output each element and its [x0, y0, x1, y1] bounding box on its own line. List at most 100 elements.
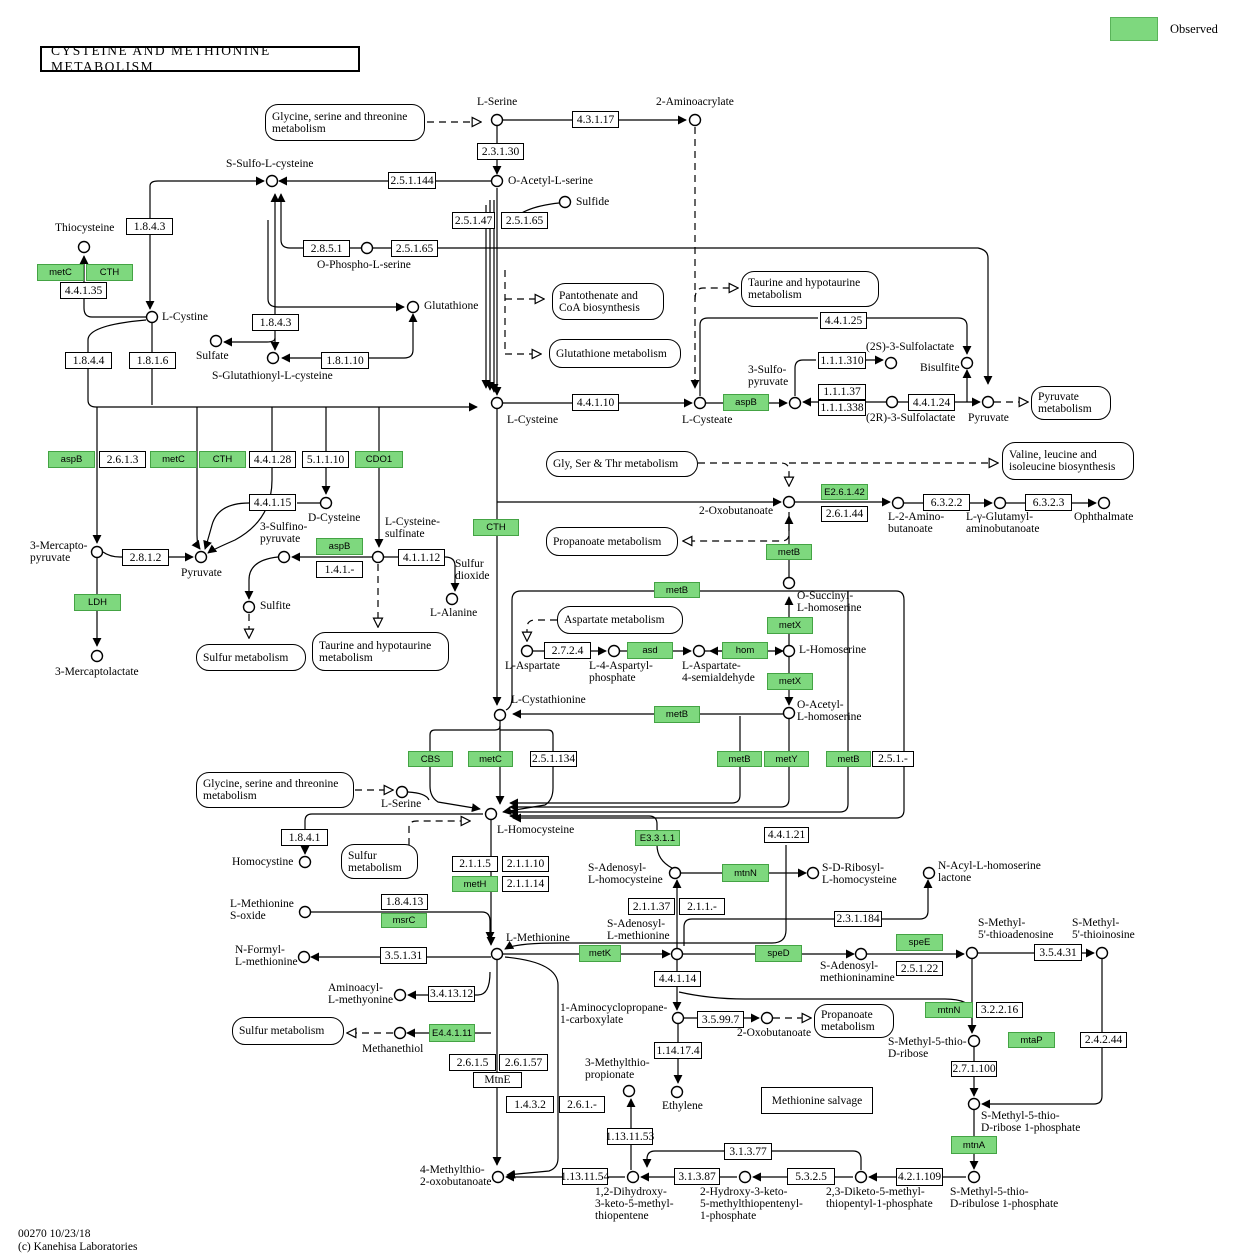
enzyme-box-2-5-1-65-10[interactable]: 2.5.1.65: [391, 240, 438, 257]
compound-thiocysteine[interactable]: [77, 240, 91, 254]
pathway-link-methionine-salvage[interactable]: Methionine salvage: [761, 1087, 873, 1114]
compound-n-formyl-l-methionine[interactable]: [297, 950, 311, 964]
enzyme-box-3-2-2-16-78[interactable]: 3.2.2.16: [976, 1002, 1023, 1018]
enzyme-box-sped-69[interactable]: speD: [755, 945, 802, 962]
compound-l-alanine[interactable]: [445, 592, 459, 606]
enzyme-box-2-5-1-65-8[interactable]: 2.5.1.65: [501, 212, 548, 229]
enzyme-box-4-4-1-15-29[interactable]: 4.4.1.15: [249, 494, 296, 511]
enzyme-box-1-8-4-4-11[interactable]: 1.8.4.4: [65, 352, 112, 369]
enzyme-box-1-14-17-4-82[interactable]: 1.14.17.4: [654, 1042, 702, 1059]
pathway-link-gly-ser-thr-metabolism[interactable]: Gly, Ser & Thr metabolism: [546, 451, 698, 477]
compound-2-aminoacrylate[interactable]: [688, 113, 702, 127]
enzyme-box-1-8-4-3-3[interactable]: 1.8.4.3: [126, 218, 173, 235]
enzyme-box-2-8-1-2-30[interactable]: 2.8.1.2: [122, 549, 169, 566]
compound-o-acetyl-l-homoserine[interactable]: [782, 706, 796, 720]
enzyme-box-4-2-1-109-94[interactable]: 4.2.1.109: [896, 1168, 943, 1186]
enzyme-box-1-1-1-37-18[interactable]: 1.1.1.37: [818, 384, 866, 400]
enzyme-box-2-7-1-100-81[interactable]: 2.7.1.100: [951, 1061, 997, 1077]
compound-l-aspartate-4-semialdehyde[interactable]: [692, 644, 706, 658]
compound-s-methyl-5-thioinosine[interactable]: [1095, 946, 1109, 960]
enzyme-box-metc-0[interactable]: metC: [37, 264, 84, 281]
enzyme-box-1-8-1-6-12[interactable]: 1.8.1.6: [129, 352, 176, 369]
enzyme-box-4-4-1-35-2[interactable]: 4.4.1.35: [60, 282, 107, 299]
enzyme-box-2-6-1-44-36[interactable]: 2.6.1.44: [821, 506, 868, 522]
enzyme-box-cth-25[interactable]: CTH: [199, 451, 246, 468]
enzyme-box-1-8-1-10-14[interactable]: 1.8.1.10: [321, 352, 369, 369]
enzyme-box-2-6-1-87[interactable]: 2.6.1.-: [559, 1096, 605, 1113]
compound-glutathione[interactable]: [406, 300, 420, 314]
compound-s-methyl-5-thio-d-ribose[interactable]: [967, 1034, 981, 1048]
enzyme-box-4-4-1-25-16[interactable]: 4.4.1.25: [820, 312, 867, 329]
enzyme-box-2-1-1-5-58[interactable]: 2.1.1.5: [452, 856, 498, 872]
compound-2-oxobutanoate-upper[interactable]: [782, 495, 796, 509]
enzyme-box-3-5-1-31-64[interactable]: 3.5.1.31: [380, 947, 427, 964]
enzyme-box-spee-70[interactable]: speE: [896, 934, 943, 951]
enzyme-box-2-5-1-144-4[interactable]: 2.5.1.144: [388, 172, 436, 189]
enzyme-box-2-6-1-3-23[interactable]: 2.6.1.3: [99, 451, 146, 468]
enzyme-box-mtap-79[interactable]: mtaP: [1008, 1032, 1055, 1048]
enzyme-box-cdo1-28[interactable]: CDO1: [355, 451, 403, 468]
compound-methanethiol[interactable]: [393, 1026, 407, 1040]
enzyme-box-4-1-1-12-33[interactable]: 4.1.1.12: [398, 549, 445, 566]
enzyme-box-mtne-85[interactable]: MtnE: [473, 1072, 522, 1088]
enzyme-box-2-6-1-57-84[interactable]: 2.6.1.57: [499, 1054, 548, 1071]
enzyme-box-1-8-4-13-62[interactable]: 1.8.4.13: [381, 894, 428, 910]
compound-l-cystine[interactable]: [145, 310, 159, 324]
compound-3-sulfopyruvate[interactable]: [788, 396, 802, 410]
compound-s-methyl-5-thio-d-ribose-1-phosphate[interactable]: [967, 1097, 981, 1111]
enzyme-box-aspb-21[interactable]: aspB: [723, 394, 769, 411]
enzyme-box-5-1-1-10-27[interactable]: 5.1.1.10: [302, 451, 349, 468]
enzyme-box-metb-47[interactable]: metB: [654, 706, 700, 723]
compound-n-acyl-l-homoserine-lactone[interactable]: [922, 866, 936, 880]
compound-l-cystathionine[interactable]: [493, 708, 507, 722]
enzyme-box-metc-24[interactable]: metC: [150, 451, 197, 468]
enzyme-box-mtnn-72[interactable]: mtnN: [722, 864, 769, 882]
compound-ethylene[interactable]: [670, 1085, 684, 1099]
enzyme-box-2-1-1-14-61[interactable]: 2.1.1.14: [502, 876, 549, 892]
compound-23-diketo-5-methyl-thiopentyl-1-phosphate[interactable]: [854, 1170, 868, 1184]
enzyme-box-1-13-11-53-89[interactable]: 1.13.11.53: [606, 1128, 654, 1145]
enzyme-box-2-5-1-22-71[interactable]: 2.5.1.22: [896, 961, 943, 976]
enzyme-box-2-5-1-47-7[interactable]: 2.5.1.47: [452, 212, 495, 229]
compound-1-aminocyclopropane-1-carboxylate[interactable]: [671, 1011, 685, 1025]
enzyme-box-2-5-1-134-50[interactable]: 2.5.1.134: [530, 751, 577, 767]
enzyme-box-3-1-3-87-92[interactable]: 3.1.3.87: [674, 1168, 720, 1185]
compound-d-cysteine[interactable]: [319, 496, 333, 510]
enzyme-box-1-1-1-338-19[interactable]: 1.1.1.338: [818, 400, 866, 416]
enzyme-box-msrc-63[interactable]: msrC: [381, 913, 427, 928]
compound-o-succinyl-l-homoserine[interactable]: [782, 576, 796, 590]
enzyme-box-4-4-1-28-26[interactable]: 4.4.1.28: [249, 451, 296, 468]
enzyme-box-e3-3-1-1-57[interactable]: E3.3.1.1: [635, 830, 680, 846]
compound-2s-3-sulfolactate[interactable]: [884, 356, 898, 370]
enzyme-box-3-4-13-12-73[interactable]: 3.4.13.12: [428, 986, 475, 1002]
enzyme-box-1-1-1-310-17[interactable]: 1.1.1.310: [818, 352, 866, 369]
compound-12-dihydroxy-3-keto-5-methyl-thiopentene[interactable]: [626, 1170, 640, 1184]
enzyme-box-metx-46[interactable]: metX: [767, 673, 813, 690]
compound-l-methionine-s-oxide[interactable]: [298, 905, 312, 919]
compound-s-adenosyl-l-homocysteine[interactable]: [668, 866, 682, 880]
enzyme-box-4-4-1-10-15[interactable]: 4.4.1.10: [572, 394, 619, 411]
enzyme-box-2-6-1-5-83[interactable]: 2.6.1.5: [449, 1054, 496, 1071]
compound-s-adenosyl-methioninamine[interactable]: [854, 947, 868, 961]
enzyme-box-3-5-4-31-76[interactable]: 3.5.4.31: [1034, 944, 1082, 961]
enzyme-box-metk-68[interactable]: metK: [579, 945, 621, 962]
compound-3-sulfinopyruvate[interactable]: [277, 550, 291, 564]
compound-l-methionine[interactable]: [490, 947, 504, 961]
enzyme-box-3-5-99-7-75[interactable]: 3.5.99.7: [697, 1011, 744, 1028]
enzyme-box-cth-1[interactable]: CTH: [86, 264, 133, 281]
compound-l-homoserine[interactable]: [782, 644, 796, 658]
compound-pyruvate-right[interactable]: [981, 395, 995, 409]
compound-l-serine-top[interactable]: [490, 113, 504, 127]
compound-l-aspartate[interactable]: [520, 644, 534, 658]
enzyme-box-4-4-1-24-20[interactable]: 4.4.1.24: [908, 394, 955, 411]
compound-o-acetyl-l-serine[interactable]: [490, 174, 504, 188]
compound-s-methyl-5-thio-d-ribulose-1-phosphate[interactable]: [967, 1170, 981, 1184]
compound-3-mercaptopyruvate[interactable]: [90, 545, 104, 559]
pathway-link-glutathione-metabolism[interactable]: Glutathione metabolism: [549, 339, 681, 368]
compound-o-phospho-l-serine[interactable]: [360, 241, 374, 255]
